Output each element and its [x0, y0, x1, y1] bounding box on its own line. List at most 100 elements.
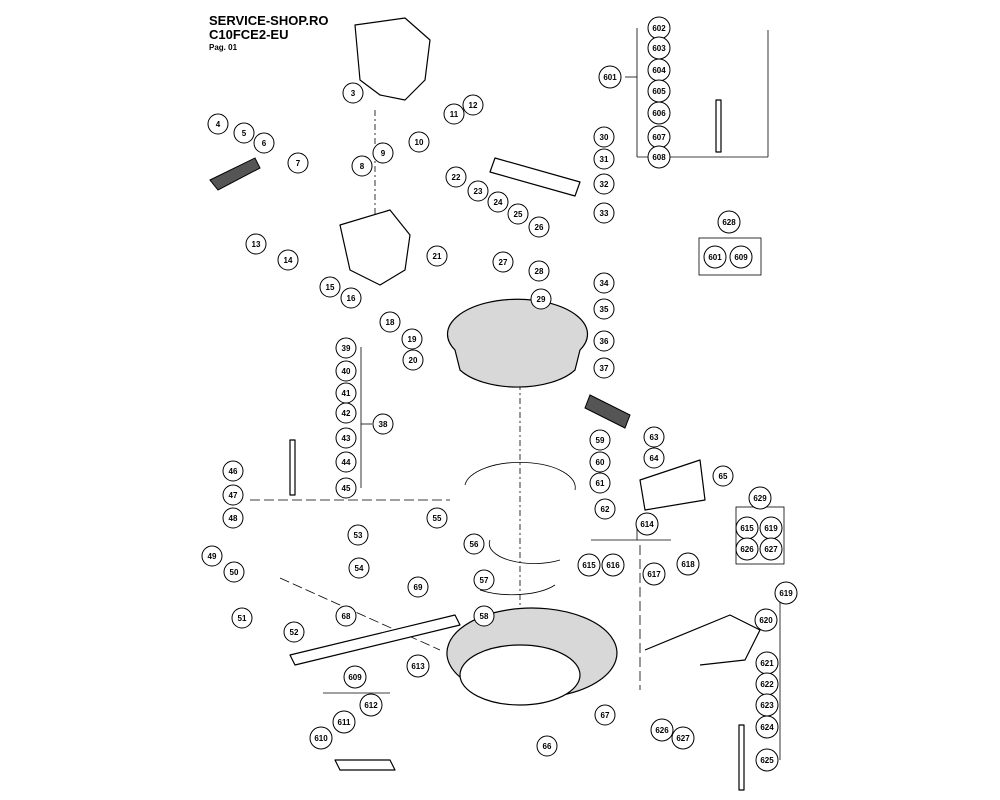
callout-number: 628	[722, 218, 736, 227]
kit-629-item-619: 619	[759, 516, 783, 540]
callout-circle	[245, 233, 267, 255]
callout-number: 8	[360, 162, 365, 171]
callout-circle	[372, 413, 394, 435]
callout-38: 38	[372, 413, 394, 435]
callout-8: 8	[351, 155, 373, 177]
callout-29: 29	[530, 288, 552, 310]
callout-28: 28	[528, 260, 550, 282]
callout-number: 66	[543, 742, 552, 751]
callout-number: 620	[759, 616, 773, 625]
callout-number: 603	[652, 44, 666, 53]
callout-circle	[748, 486, 772, 510]
callout-circle	[347, 524, 369, 546]
callout-number: 619	[779, 589, 793, 598]
callout-circle	[754, 608, 778, 632]
callout-number: 622	[760, 680, 774, 689]
callout-number: 51	[238, 614, 247, 623]
callout-number: 50	[230, 568, 239, 577]
callout-number: 604	[652, 66, 666, 75]
callout-628: 628	[717, 210, 741, 234]
callout-number: 35	[600, 305, 609, 314]
callout-circle	[528, 216, 550, 238]
callout-605: 605	[647, 79, 671, 103]
callout-624: 624	[755, 715, 779, 739]
callout-number: 14	[284, 256, 293, 265]
callout-54: 54	[348, 557, 370, 579]
callout-circle	[593, 148, 615, 170]
callout-number: 615	[582, 561, 596, 570]
callout-61: 61	[589, 472, 611, 494]
callout-55: 55	[426, 507, 448, 529]
callout-number: 62	[601, 505, 610, 514]
callout-number: 60	[596, 458, 605, 467]
callout-10: 10	[408, 131, 430, 153]
callout-number: 32	[600, 180, 609, 189]
callout-36: 36	[593, 330, 615, 352]
callout-4: 4	[207, 113, 229, 135]
callout-number: 617	[647, 570, 661, 579]
callout-619: 619	[774, 581, 798, 605]
callout-18: 18	[379, 311, 401, 333]
callout-circle	[343, 665, 367, 689]
callout-610: 610	[309, 726, 333, 750]
callout-number: 15	[326, 283, 335, 292]
callout-circle	[359, 693, 383, 717]
callout-circle	[406, 654, 430, 678]
callout-circle	[231, 607, 253, 629]
callout-circle	[407, 576, 429, 598]
callout-609: 609	[343, 665, 367, 689]
callout-circle	[473, 569, 495, 591]
callout-3: 3	[342, 82, 364, 104]
callout-number: 34	[600, 279, 609, 288]
callout-35: 35	[593, 298, 615, 320]
callout-number: 37	[600, 364, 609, 373]
callout-48: 48	[222, 507, 244, 529]
callout-number: 33	[600, 209, 609, 218]
callout-42: 42	[335, 402, 357, 424]
callout-circle	[283, 621, 305, 643]
callout-number: 44	[342, 458, 351, 467]
callout-circle	[643, 447, 665, 469]
callout-circle	[223, 561, 245, 583]
callout-number: 601	[708, 253, 722, 262]
turntable-hub	[459, 644, 581, 706]
callout-23: 23	[467, 180, 489, 202]
callout-47: 47	[222, 484, 244, 506]
callout-number: 609	[734, 253, 748, 262]
callout-58: 58	[473, 605, 495, 627]
callout-41: 41	[335, 382, 357, 404]
callout-circle	[647, 101, 671, 125]
callout-number: 601	[603, 73, 617, 82]
callout-39: 39	[335, 337, 357, 359]
callout-44: 44	[335, 451, 357, 473]
callout-number: 67	[601, 711, 610, 720]
callout-46: 46	[222, 460, 244, 482]
callout-circle	[593, 173, 615, 195]
callout-circle	[319, 276, 341, 298]
motor-head	[339, 209, 411, 286]
callout-number: 55	[433, 514, 442, 523]
callout-circle	[332, 710, 356, 734]
callout-22: 22	[445, 166, 467, 188]
callout-59: 59	[589, 429, 611, 451]
callout-circle	[222, 484, 244, 506]
callout-circle	[594, 498, 616, 520]
callout-12: 12	[462, 94, 484, 116]
callout-number: 624	[760, 723, 774, 732]
callout-number: 20	[409, 356, 418, 365]
callout-68: 68	[335, 605, 357, 627]
callout-number: 30	[600, 133, 609, 142]
callout-number: 21	[433, 252, 442, 261]
callout-number: 45	[342, 484, 351, 493]
callout-number: 13	[252, 240, 261, 249]
callout-circle	[589, 429, 611, 451]
kit-629-item-627: 627	[759, 537, 783, 561]
callout-circle	[594, 704, 616, 726]
callout-circle	[426, 507, 448, 529]
callout-circle	[492, 251, 514, 273]
callout-number: 605	[652, 87, 666, 96]
callout-circle	[401, 328, 423, 350]
callout-14: 14	[277, 249, 299, 271]
callout-60: 60	[589, 451, 611, 473]
